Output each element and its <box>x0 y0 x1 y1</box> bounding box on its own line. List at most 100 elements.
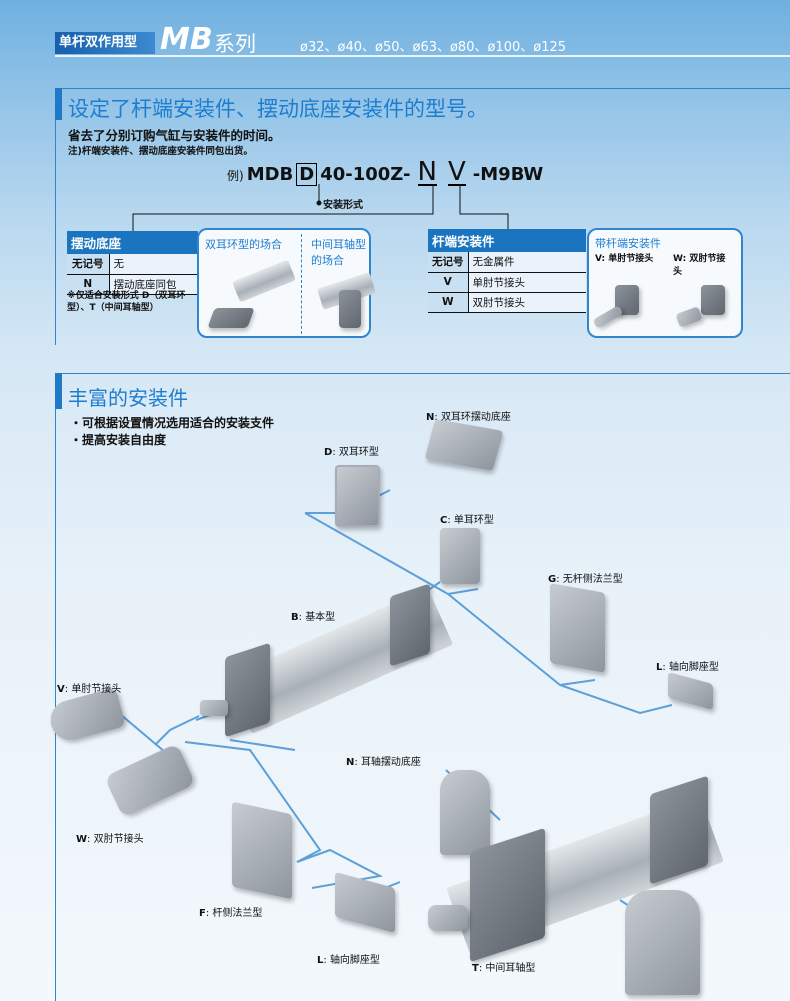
section1-top-line <box>55 88 790 89</box>
table-row: 无记号无金属件 <box>428 252 586 273</box>
head-flange-image <box>550 583 605 673</box>
trunnion-pivot-bracket-image <box>440 770 490 855</box>
part-label-t: T: 中间耳轴型 <box>472 963 536 974</box>
part-name: 单耳环型 <box>453 515 494 526</box>
rod-flange-image <box>232 801 292 900</box>
part-name: 轴向脚座型 <box>668 662 719 673</box>
pivot-footnote: ※仅适合安装形式 D（双耳环型）、T（中间耳轴型） <box>67 291 186 313</box>
code-cell: V <box>428 272 469 293</box>
part-code: D <box>324 447 333 458</box>
bullet-item: ・可根据设置情况选用适合的安装支件 <box>70 416 275 430</box>
part-name: 耳轴摆动底座 <box>360 757 421 768</box>
series-word: 系列 <box>214 32 256 56</box>
part-code: L <box>656 662 663 673</box>
part-label-c: C: 单耳环型 <box>440 515 494 526</box>
part-label-b: B: 基本型 <box>291 612 336 623</box>
section2-title: 丰富的安装件 <box>68 386 188 410</box>
part-name: 双耳环摆动底座 <box>440 412 511 423</box>
part-label-w: W: 双肘节接头 <box>76 834 144 845</box>
bullet-text: 提高安装自由度 <box>82 433 167 447</box>
part-name: 基本型 <box>305 612 336 623</box>
part-code: F <box>199 908 206 919</box>
section1-note: 注)杆端安装件、摆动底座安装件同包出货。 <box>68 146 253 157</box>
single-clevis-mount-image <box>440 528 480 584</box>
series-code: MB <box>160 22 213 57</box>
model-mount: D <box>296 163 318 186</box>
model-pivot: N <box>417 157 437 187</box>
section1-left-line <box>55 120 56 345</box>
section1-accent-bar <box>55 88 62 120</box>
piston-rod-image <box>200 700 228 716</box>
part-label-n-trunnion-pivot: N: 耳轴摆动底座 <box>346 757 421 768</box>
trunnion-pivot-bracket-image <box>625 890 700 995</box>
header-divider <box>55 55 790 57</box>
trunnion-case-label: 中间耳轴型的场合 <box>311 238 366 267</box>
part-code: N <box>426 412 435 423</box>
part-label-l-top: L: 轴向脚座型 <box>656 662 719 673</box>
part-label-d: D: 双耳环型 <box>324 447 379 458</box>
part-code: C <box>440 515 448 526</box>
part-label-l-bottom: L: 轴向脚座型 <box>317 955 380 966</box>
part-code: L <box>317 955 324 966</box>
code-cell: W <box>428 292 469 313</box>
rod-end-example-box: 带杆端安装件 V: 单肘节接头 W: 双肘节接头 <box>587 228 743 338</box>
model-suffix: -M9BW <box>472 164 544 185</box>
part-label-n-double-clevis-pivot: N: 双耳环摆动底座 <box>426 412 511 423</box>
part-name: 双肘节接头 <box>93 834 144 845</box>
section2-top-line <box>55 373 790 374</box>
part-code: N <box>346 757 355 768</box>
divider <box>301 234 302 334</box>
desc-cell: 无金属件 <box>468 252 586 273</box>
single-knuckle-label: V: 单肘节接头 <box>595 254 654 264</box>
model-callout-lines <box>132 184 509 232</box>
part-code: G <box>548 574 557 585</box>
desc-cell: 摆动底座同包 <box>109 274 198 295</box>
mount-type-label: 安装形式 <box>323 200 363 211</box>
code-cell: 无记号 <box>428 252 469 273</box>
bore-sizes: ø32、ø40、ø50、ø63、ø80、ø100、ø125 <box>300 40 567 55</box>
series-tag: 单杆双作用型 <box>55 32 155 54</box>
trunnion-bracket-image <box>339 290 361 328</box>
rod-table-title: 杆端安装件 <box>428 229 586 252</box>
part-code: T <box>472 963 479 974</box>
section2-accent-bar <box>55 373 62 409</box>
part-code: V <box>57 684 65 695</box>
part-name: 杆侧法兰型 <box>212 908 263 919</box>
example-prefix: 例) <box>227 169 244 183</box>
table-row: 无记号无 <box>67 254 198 275</box>
piston-rod-image <box>428 905 468 931</box>
part-label-v: V: 单肘节接头 <box>57 684 122 695</box>
part-code: B <box>291 612 299 623</box>
cylinder-cover-image <box>390 583 430 667</box>
rod-pics-title: 带杆端安装件 <box>595 237 661 250</box>
part-name: 无杆侧法兰型 <box>562 574 623 585</box>
section1-title: 设定了杆端安装件、摆动底座安装件的型号。 <box>68 97 488 121</box>
desc-cell: 单肘节接头 <box>468 272 586 293</box>
part-code: W <box>76 834 88 845</box>
code-cell: N <box>67 274 110 295</box>
double-clevis-mount-image <box>335 465 380 527</box>
code-cell: 无记号 <box>67 254 110 275</box>
model-rod: V <box>447 157 466 187</box>
desc-cell: 双肘节接头 <box>468 292 586 313</box>
double-clevis-case-label: 双耳环型的场合 <box>205 238 282 251</box>
part-name: 轴向脚座型 <box>329 955 380 966</box>
part-label-g: G: 无杆侧法兰型 <box>548 574 623 585</box>
pivot-table-title: 摆动底座 <box>67 231 198 254</box>
bullet-text: 可根据设置情况选用适合的安装支件 <box>82 416 275 430</box>
part-name: 单肘节接头 <box>71 684 122 695</box>
cylinder-rod-cover-image <box>225 642 270 738</box>
part-name: 中间耳轴型 <box>485 963 536 974</box>
part-name: 双耳环型 <box>338 447 379 458</box>
bullet-item: ・提高安装自由度 <box>70 433 167 447</box>
model-part1: MDB <box>246 164 294 185</box>
part-label-f: F: 杆侧法兰型 <box>199 908 263 919</box>
pivot-example-box: 双耳环型的场合 中间耳轴型的场合 <box>197 228 377 338</box>
model-code-example: 例) MDB D 40-100Z- N V -M9BW <box>227 157 544 187</box>
cylinder-cover-image <box>650 775 708 885</box>
model-part2: 40-100Z- <box>320 164 411 185</box>
